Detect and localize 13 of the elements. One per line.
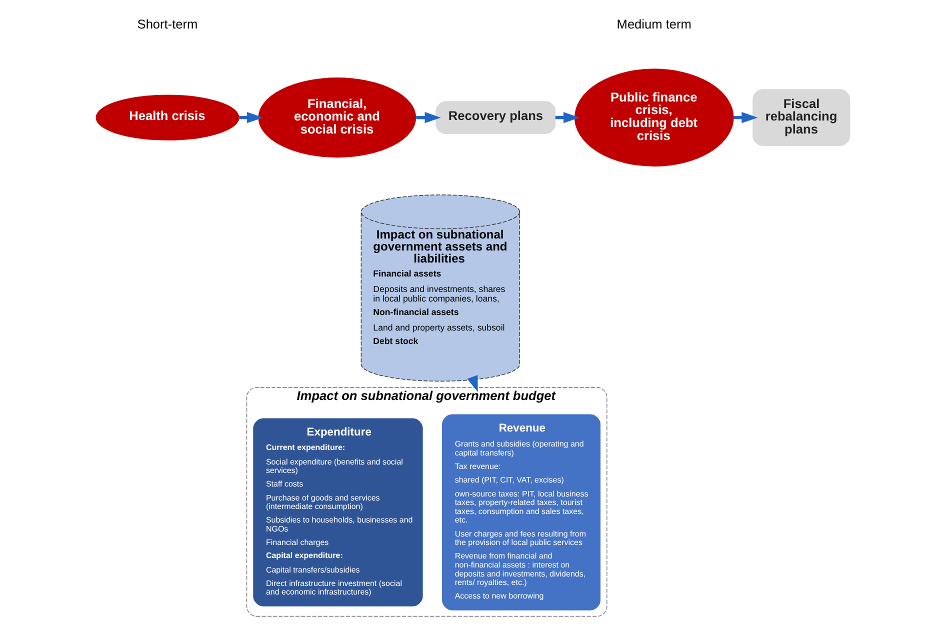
arrow	[554, 112, 579, 124]
node-ellipse: Financial, economic and social crisis	[258, 78, 416, 158]
arrow	[238, 112, 263, 124]
node-ellipse: Public finance crisis, including debt crisis	[574, 68, 734, 166]
node-box: Fiscal rebalancing plans	[752, 89, 850, 146]
node-box: Revenue Grants and subsidies (operating and capital transfers) Tax revenue: shared (PIT, CIT, VAT, excises) own-source taxes: PIT, local business taxes, property-related taxes, tourist taxes, consumption and sales taxes, etc. User charges and fees resulting from the provision of local public services Revenue from financial and non-financial assets : interest on deposits and investments, dividends, rents/ royalties, etc.) Access to new borrowing	[442, 414, 600, 610]
label: Medium term	[616, 16, 691, 32]
arrow	[416, 112, 440, 124]
label: Short-term	[136, 16, 198, 32]
arrow	[733, 112, 758, 124]
node-box: Expenditure Current expenditure: Social expenditure (benefits and social services) Staff costs Purchase of goods and services (intermediate consumption) Subsidies to households, businesses and NGOs Financial charges Capital expenditure: Capital transfers/subsidies Direct infrastructure investment (social and economic infrastructures)	[252, 418, 422, 606]
node-ellipse: Health crisis	[95, 94, 239, 140]
node-box: Recovery plans	[435, 101, 556, 134]
